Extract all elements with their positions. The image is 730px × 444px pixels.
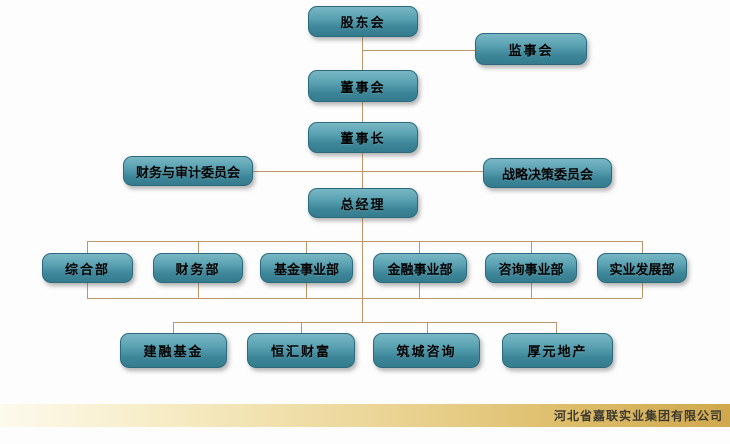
connector-drop-sub-henghui [301,322,302,333]
org-node-sub-houyuan-realestate: 厚元地产 [502,333,613,368]
connector-drop-dept-industrial [642,241,643,253]
company-name: 河北省嘉联实业集团有限公司 [553,409,723,423]
org-node-finance-audit-committee: 财务与审计委员会 [123,156,253,186]
org-node-dept-general: 综合部 [42,253,133,283]
connector-drop-dept-finance [198,241,199,253]
connector-board-chairman [362,102,363,122]
connector-subsidiaries-rail [173,322,556,323]
org-node-dept-finance: 财务部 [153,253,243,283]
org-node-sub-jianrong-fund: 建融基金 [120,333,227,368]
connector-rise-dept-general [87,283,88,298]
connector-gm-trunk [362,218,363,322]
connector-drop-sub-houyuan [556,322,557,333]
org-node-dept-financial: 金融事业部 [373,253,467,283]
org-node-dept-industrial: 实业发展部 [597,253,687,283]
connector-departments-top-rail [87,241,642,242]
connector-drop-sub-zhucheng [427,322,428,333]
connector-to-supervisory [362,50,475,51]
connector-committees [253,171,483,172]
connector-drop-dept-fund [306,241,307,253]
connector-drop-sub-jianrong [173,322,174,333]
org-node-sub-henghui-wealth: 恒汇财富 [247,333,355,368]
org-node-dept-consulting: 咨询事业部 [485,253,577,283]
connector-drop-dept-consulting [531,241,532,253]
org-node-supervisory-board: 监事会 [475,33,587,65]
org-node-board-of-directors: 董事会 [308,70,418,102]
connector-rise-dept-fund [306,283,307,298]
org-node-strategy-committee: 战略决策委员会 [483,158,612,188]
org-node-general-manager: 总经理 [308,188,418,218]
connector-rise-dept-industrial [642,283,643,298]
connector-chairman-gm [362,153,363,188]
connector-rise-dept-consulting [531,283,532,298]
connector-rise-dept-financial [419,283,420,298]
footer-bar: 河北省嘉联实业集团有限公司 [0,404,730,427]
connector-rise-dept-finance [198,283,199,298]
org-node-dept-fund: 基金事业部 [260,253,353,283]
connector-drop-dept-general [87,241,88,253]
connector-departments-bottom-rail [87,298,642,299]
org-node-shareholders: 股东会 [308,6,418,37]
connector-shareholders-board [362,36,363,70]
org-node-sub-zhucheng-consulting: 筑城咨询 [373,333,480,368]
connector-drop-dept-financial [419,241,420,253]
org-node-chairman: 董事长 [308,122,418,153]
